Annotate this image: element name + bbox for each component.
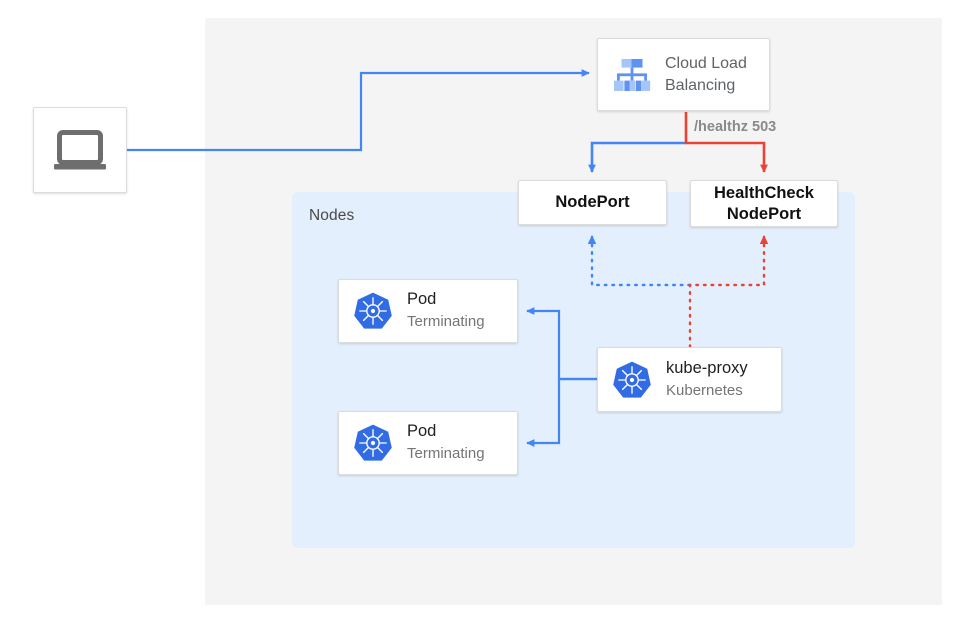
client-device-box[interactable] (33, 107, 127, 193)
cloud-load-balancing-icon (614, 58, 651, 91)
kubernetes-icon (354, 292, 392, 329)
nodeport-label: NodePort (555, 193, 630, 212)
pod-box-1[interactable]: Pod Terminating (338, 279, 518, 343)
pod-status-2: Terminating (407, 445, 485, 463)
pod-text-2: Pod Terminating (407, 422, 485, 463)
nodeport-box[interactable]: NodePort (518, 180, 667, 225)
pod-title-1: Pod (407, 290, 437, 309)
pod-box-2[interactable]: Pod Terminating (338, 411, 518, 475)
nodes-group-label: Nodes (309, 207, 355, 224)
kube-proxy-subtitle: Kubernetes (666, 381, 743, 399)
cloud-load-balancing-label: Cloud Load Balancing (665, 54, 747, 94)
cloud-load-balancing-box[interactable]: Cloud Load Balancing (597, 38, 770, 111)
healthcheck-nodeport-box[interactable]: HealthCheck NodePort (690, 180, 838, 227)
kubernetes-icon (613, 361, 651, 398)
kube-proxy-text: kube-proxy Kubernetes (666, 359, 748, 400)
pod-status-1: Terminating (407, 313, 485, 331)
pod-title-2: Pod (407, 422, 437, 441)
laptop-icon (54, 130, 106, 170)
kube-proxy-title: kube-proxy (666, 358, 748, 377)
pod-text-1: Pod Terminating (407, 290, 485, 331)
healthz-status-label: /healthz 503 (694, 119, 777, 135)
kubernetes-icon (354, 424, 392, 461)
kube-proxy-box[interactable]: kube-proxy Kubernetes (597, 347, 782, 412)
healthcheck-nodeport-label: HealthCheck NodePort (714, 183, 814, 223)
